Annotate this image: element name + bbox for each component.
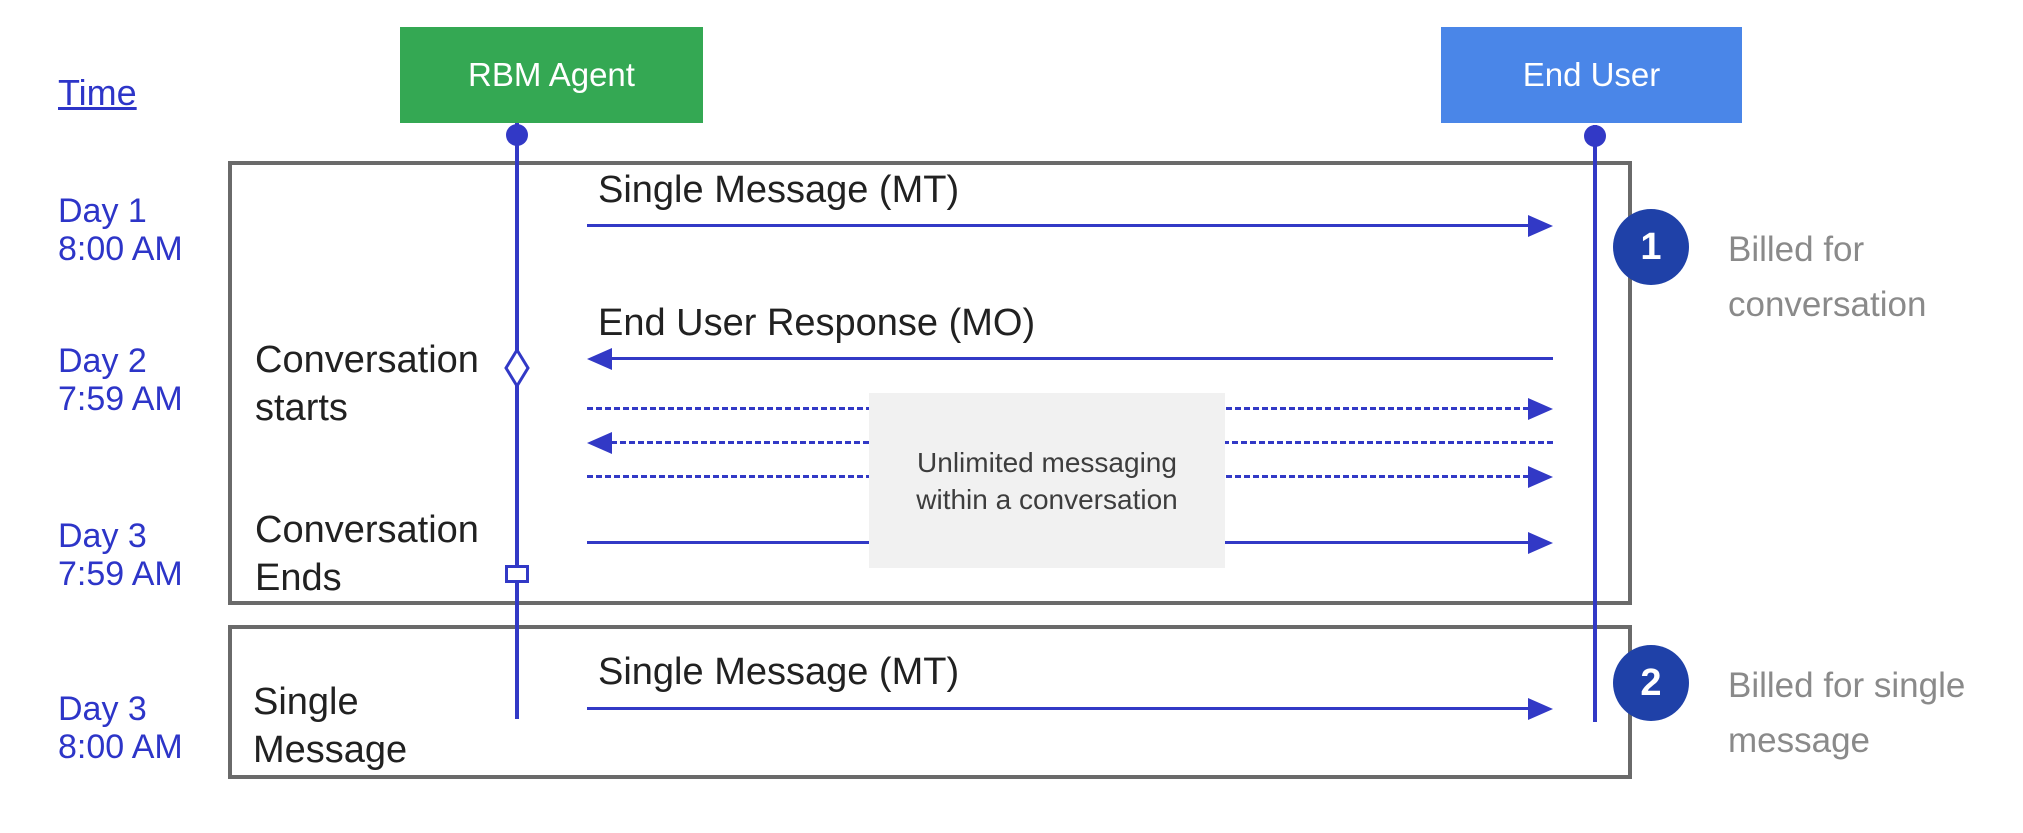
arrowhead-left-icon <box>587 348 612 370</box>
time-label-day2: Day 2 7:59 AM <box>58 342 183 418</box>
billing-annotation-conversation: Billed for conversation <box>1728 230 1927 324</box>
end-user-lifeline-start-dot <box>1584 125 1606 147</box>
rbm-agent-lifeline-start-dot <box>506 124 528 146</box>
message-label-single-message-mt: Single Message (MT) <box>598 169 960 211</box>
billing-badge-2: 2 <box>1613 645 1689 721</box>
arrowhead-right-icon <box>1528 215 1553 237</box>
time-label-day3-end: Day 3 7:59 AM <box>58 517 183 593</box>
event-label-conversation-starts: Conversation starts <box>255 339 479 429</box>
actor-rbm-agent: RBM Agent <box>400 27 703 123</box>
actor-end-user-label: End User <box>1522 56 1661 93</box>
arrowhead-right-icon <box>1528 398 1553 420</box>
time-label-day1: Day 1 8:00 AM <box>58 192 183 268</box>
message-label-end-user-response-mo: End User Response (MO) <box>598 302 1036 344</box>
rbm-agent-lifeline <box>515 123 519 719</box>
message-arrow-mo <box>611 357 1553 360</box>
billing-badge-1: 1 <box>1613 209 1689 285</box>
end-user-lifeline <box>1593 125 1597 722</box>
event-label-conversation-ends: Conversation Ends <box>255 509 479 599</box>
time-label-day3-single: Day 3 8:00 AM <box>58 690 183 766</box>
conversation-start-diamond-marker <box>504 348 530 388</box>
arrowhead-left-icon <box>587 432 612 454</box>
actor-end-user: End User <box>1441 27 1742 123</box>
message-arrow-mt-2 <box>587 707 1529 710</box>
frame-single-message-billing <box>228 625 1632 779</box>
arrowhead-right-icon <box>1528 532 1553 554</box>
frame-conversation-billing <box>228 161 1632 605</box>
note-unlimited-messaging: Unlimited messaging within a conversatio… <box>869 393 1225 568</box>
conversation-end-square-marker <box>505 565 529 583</box>
arrowhead-right-icon <box>1528 466 1553 488</box>
billing-badge-1-number: 1 <box>1640 225 1662 268</box>
message-arrow-mt <box>587 224 1529 227</box>
billing-badge-2-number: 2 <box>1640 661 1662 704</box>
arrowhead-right-icon <box>1528 698 1553 720</box>
message-label-single-message-mt-2: Single Message (MT) <box>598 651 960 693</box>
event-label-single-message: Single Message <box>253 681 408 771</box>
billing-annotation-single-message: Billed for single message <box>1728 666 1966 760</box>
time-axis-label: Time <box>58 72 137 113</box>
actor-rbm-agent-label: RBM Agent <box>468 56 635 93</box>
